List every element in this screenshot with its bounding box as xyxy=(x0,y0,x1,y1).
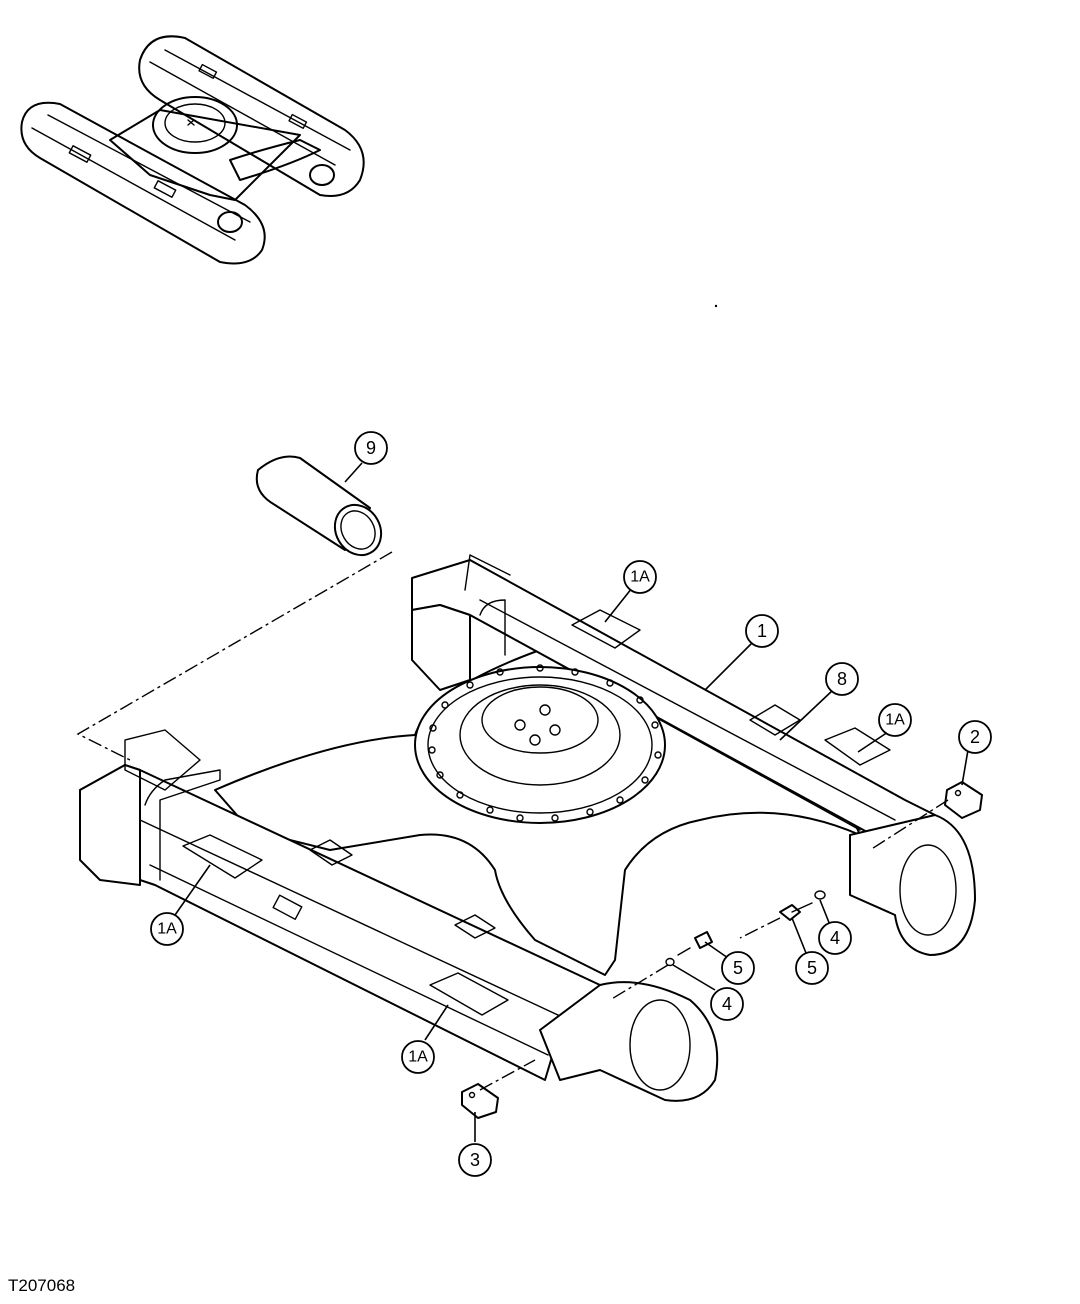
svg-text:5: 5 xyxy=(807,958,817,978)
callout-4-right: 4 xyxy=(818,921,852,955)
overview-thumbnail xyxy=(20,35,365,265)
main-track-frame xyxy=(79,554,976,1102)
callout-8: 8 xyxy=(825,662,859,696)
callout-1a-top: 1A xyxy=(623,560,657,594)
washer-mid xyxy=(665,957,675,967)
bolt-right xyxy=(779,902,813,921)
svg-text:1: 1 xyxy=(757,621,767,641)
speck xyxy=(714,304,718,308)
leader-lines xyxy=(174,462,969,1142)
part-3-block xyxy=(461,1083,499,1119)
washer-right xyxy=(814,890,826,900)
callout-9: 9 xyxy=(354,431,388,465)
svg-text:3: 3 xyxy=(470,1150,480,1170)
figure-id: T207068 xyxy=(8,1276,76,1295)
svg-text:1A: 1A xyxy=(157,921,177,938)
svg-text:1A: 1A xyxy=(408,1049,428,1066)
callout-5-right: 5 xyxy=(795,951,829,985)
svg-text:4: 4 xyxy=(722,994,732,1014)
svg-text:8: 8 xyxy=(837,669,847,689)
part-9-sleeve xyxy=(255,455,383,557)
svg-text:5: 5 xyxy=(733,958,743,978)
svg-text:9: 9 xyxy=(366,438,376,458)
callout-1a-right: 1A xyxy=(878,703,912,737)
svg-text:2: 2 xyxy=(970,727,980,747)
callout-1a-bottom: 1A xyxy=(401,1040,435,1074)
callout-5-mid: 5 xyxy=(721,951,755,985)
callout-1a-left: 1A xyxy=(150,912,184,946)
callout-4-mid: 4 xyxy=(710,987,744,1021)
callout-1: 1 xyxy=(745,614,779,648)
callout-3: 3 xyxy=(458,1143,492,1177)
svg-text:4: 4 xyxy=(830,928,840,948)
svg-text:1A: 1A xyxy=(885,712,905,729)
callout-2: 2 xyxy=(958,720,992,754)
part-2-block xyxy=(944,781,983,819)
svg-text:1A: 1A xyxy=(630,569,650,586)
